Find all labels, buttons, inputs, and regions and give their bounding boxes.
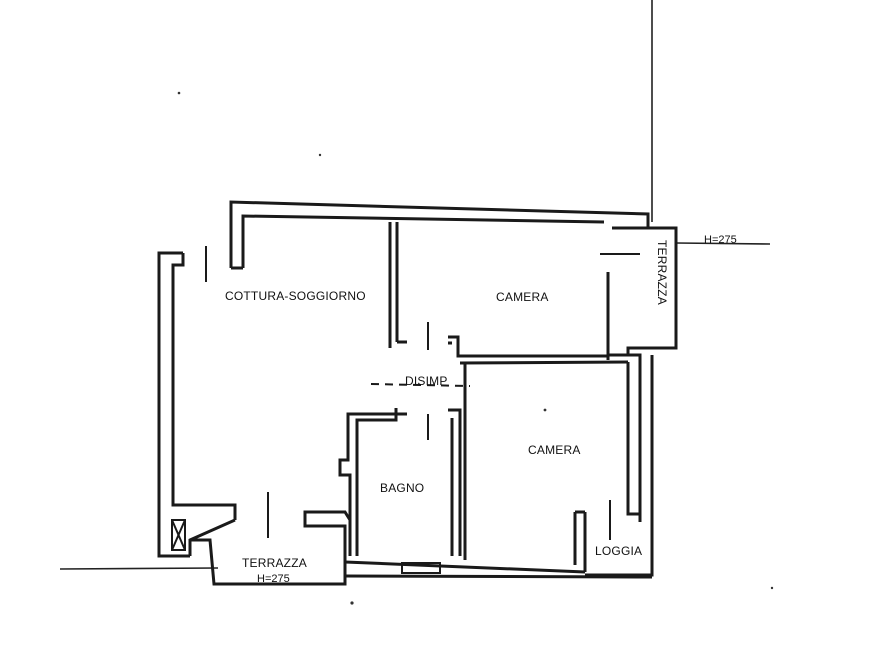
outer-walls xyxy=(157,200,654,579)
scan-specks xyxy=(177,91,774,605)
interior-walls xyxy=(267,222,629,565)
living-label: COTTURA-SOGGIORNO xyxy=(225,289,366,303)
terrace-right-label: TERRAZZA xyxy=(655,240,669,305)
terrace-bottom-outline xyxy=(171,510,352,586)
terrace-bottom-height: H=275 xyxy=(257,573,290,585)
hall-label: DISIMP xyxy=(405,374,448,388)
terrace-right-height: H=275 xyxy=(704,234,737,246)
bath-label: BAGNO xyxy=(380,481,424,495)
terrace-right-outline xyxy=(600,226,678,355)
loggia-label: LOGGIA xyxy=(595,544,642,558)
site-boundary-lines xyxy=(59,0,771,570)
bedroom-bottom-label: CAMERA xyxy=(528,443,581,457)
bedroom-top-label: CAMERA xyxy=(496,290,549,304)
terrace-bottom-label: TERRAZZA xyxy=(242,556,307,570)
